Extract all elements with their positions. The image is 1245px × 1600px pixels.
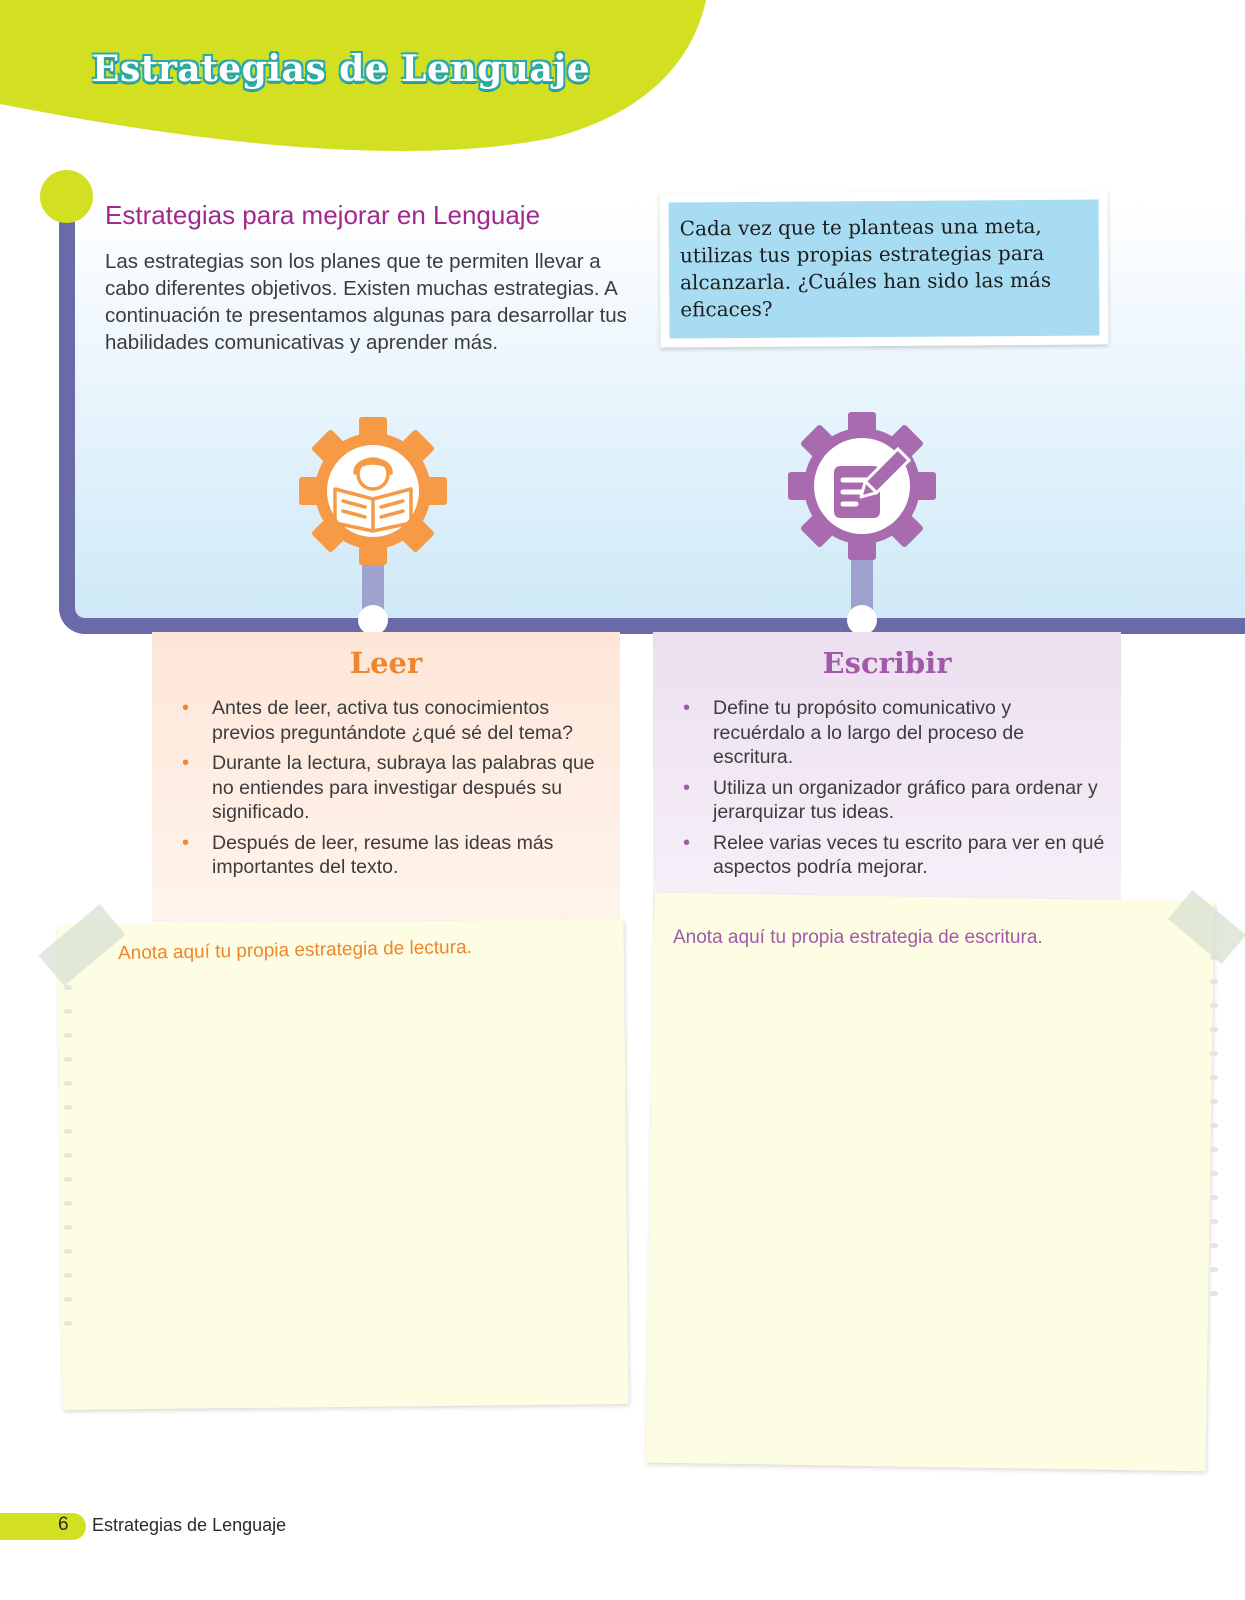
intro-title: Estrategias para mejorar en Lenguaje bbox=[105, 200, 541, 230]
leer-title: Leer bbox=[349, 646, 423, 680]
escribir-strategy-list: Define tu propósito comunicativo y recué… bbox=[675, 696, 1107, 886]
reflection-note-text: Cada vez que te planteas una meta, utili… bbox=[679, 213, 1052, 322]
list-item: Define tu propósito comunicativo y recué… bbox=[675, 696, 1107, 770]
reflection-note: Cada vez que te planteas una meta, utili… bbox=[659, 190, 1109, 348]
header-banner bbox=[0, 0, 712, 160]
page-title: Estrategias de Lenguaje bbox=[92, 48, 591, 90]
intro-paragraph: Las estrategias son los planes que te pe… bbox=[105, 250, 627, 354]
footer-section-label: Estrategias de Lenguaje bbox=[92, 1515, 287, 1535]
list-item: Antes de leer, activa tus conocimientos … bbox=[174, 696, 606, 745]
list-item: Durante la lectura, subraya las palabras… bbox=[174, 751, 606, 825]
escribir-connector bbox=[851, 550, 873, 616]
escribir-note-prompt: Anota aquí tu propia estrategia de escri… bbox=[673, 927, 1043, 948]
leer-connector bbox=[362, 550, 384, 616]
reading-child-icon bbox=[299, 417, 447, 565]
leer-connector-dot bbox=[358, 605, 388, 635]
section-marker-circle bbox=[40, 170, 93, 223]
list-item: Después de leer, resume las ideas más im… bbox=[174, 831, 606, 880]
leer-column: Leer Antes de leer, activa tus conocimie… bbox=[152, 632, 620, 922]
leer-writing-area[interactable] bbox=[57, 919, 629, 1410]
writing-pencil-icon bbox=[788, 412, 936, 560]
page-number: 6 bbox=[58, 1514, 69, 1535]
paper-holes-left bbox=[64, 985, 72, 1345]
footer-page-tab bbox=[0, 1513, 86, 1540]
escribir-writing-area[interactable] bbox=[645, 892, 1215, 1472]
list-item: Relee varias veces tu escrito para ver e… bbox=[675, 831, 1107, 880]
leer-strategy-list: Antes de leer, activa tus conocimientos … bbox=[174, 696, 606, 886]
escribir-connector-dot bbox=[847, 605, 877, 635]
escribir-column: Escribir Define tu propósito comunicativ… bbox=[653, 632, 1121, 922]
escribir-title: Escribir bbox=[822, 646, 952, 680]
list-item: Utiliza un organizador gráfico para orde… bbox=[675, 776, 1107, 825]
paper-holes-right bbox=[1210, 955, 1218, 1315]
